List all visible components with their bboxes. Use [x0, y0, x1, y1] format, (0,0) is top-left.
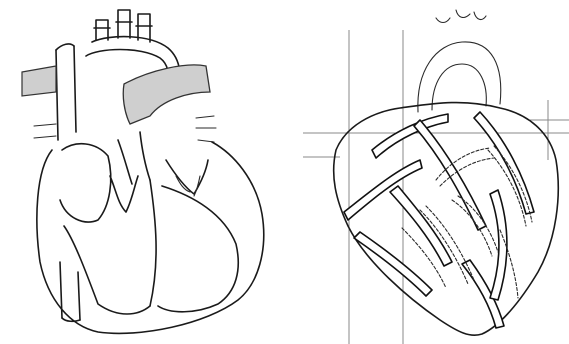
- coronary-vessel-apex: [490, 190, 507, 300]
- heart-body: [334, 103, 559, 336]
- superior-vena-cava: [56, 46, 76, 140]
- tricuspid-valve: [110, 176, 138, 212]
- ventricular-septum: [150, 180, 156, 306]
- heart-cross-section: [22, 10, 264, 333]
- coronary-vessel-lower-left: [354, 232, 432, 296]
- pulmonary-trunk-shaded: [123, 65, 210, 124]
- aortic-arch: [418, 42, 501, 112]
- left-ventricle: [158, 186, 238, 312]
- coronary-vessel-left-descending: [414, 120, 486, 230]
- left-pulmonary-vessel-shaded: [22, 66, 56, 96]
- top-vessel-stubs: [436, 10, 486, 23]
- background-grid: [303, 30, 569, 344]
- heart-exterior: [303, 10, 569, 344]
- right-atrium: [60, 144, 111, 222]
- right-ventricle: [64, 226, 150, 314]
